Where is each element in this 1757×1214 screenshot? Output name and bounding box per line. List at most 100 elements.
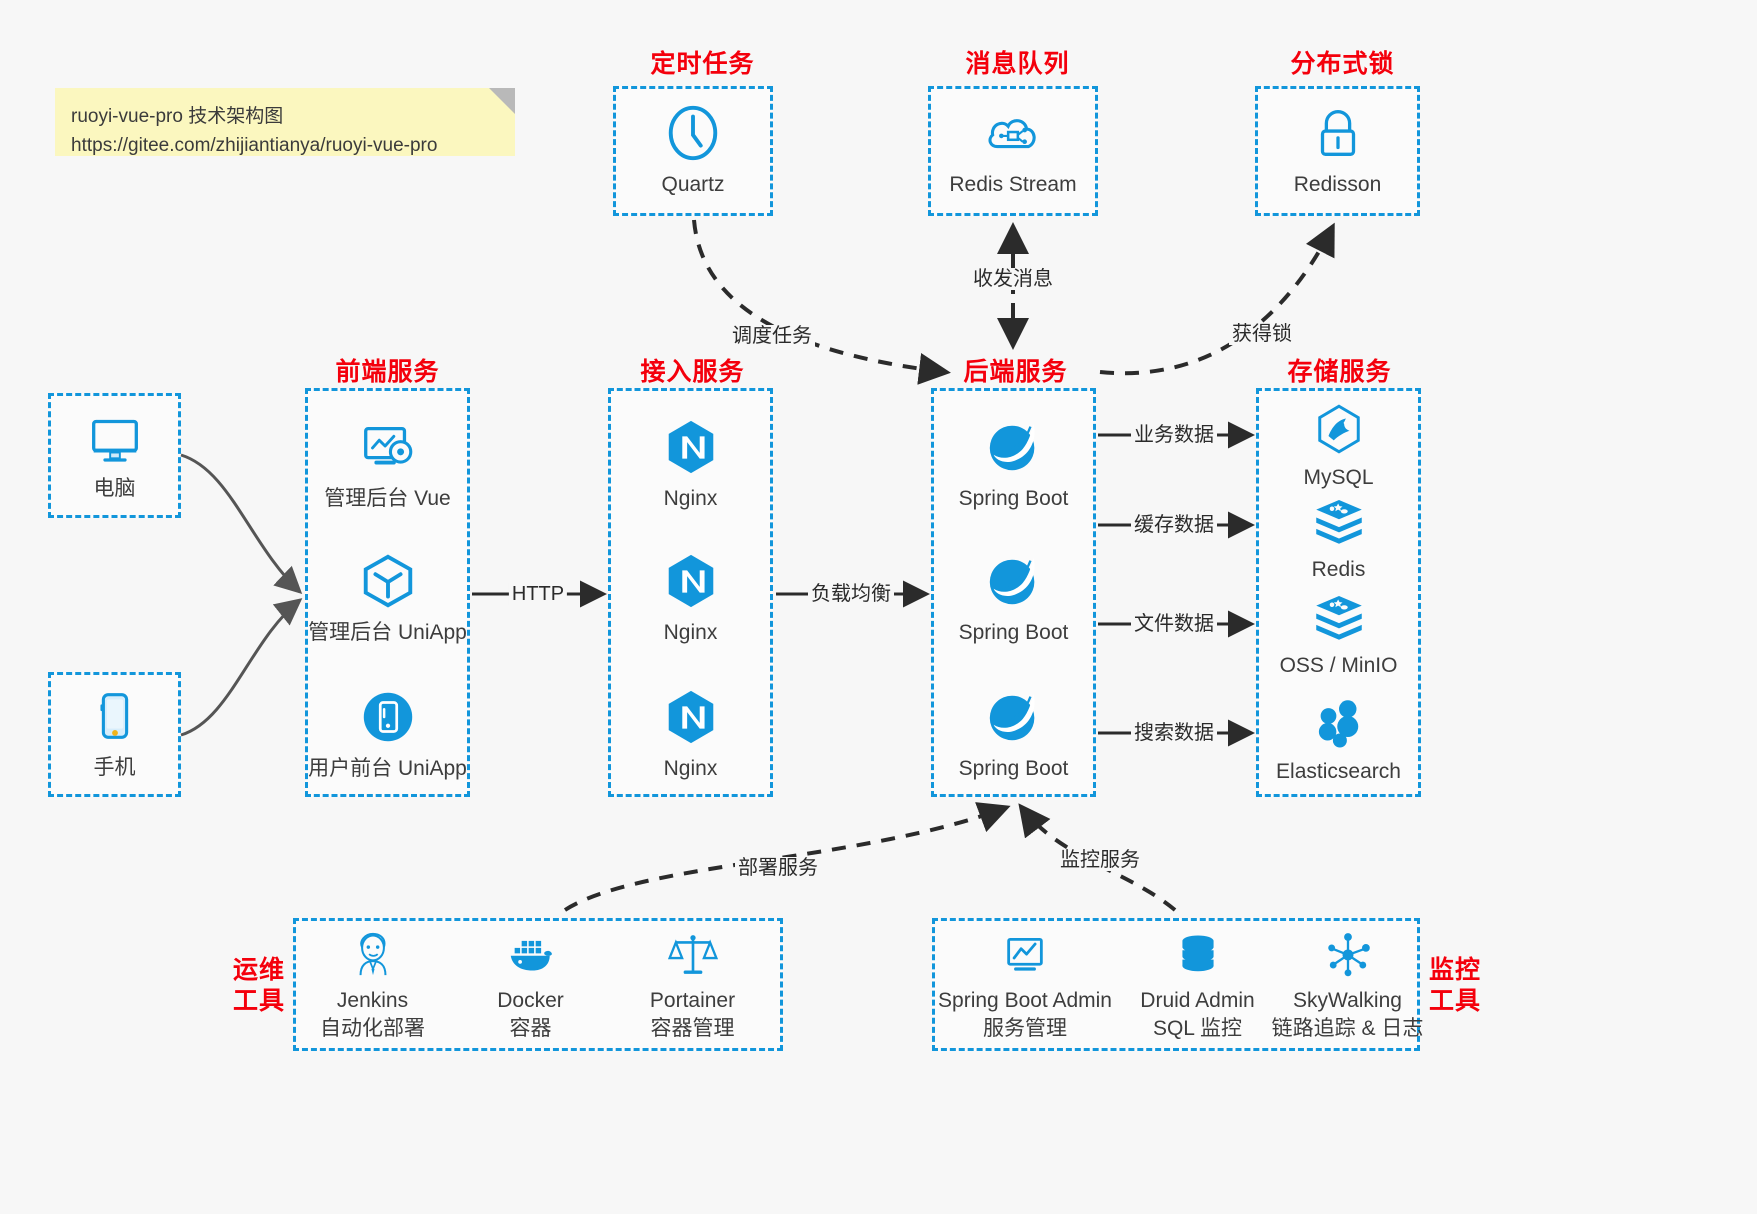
nginx-icon <box>668 690 713 744</box>
edge-label-file-data: 文件数据 <box>1131 613 1217 635</box>
monitor-tools-line-2: 工具 <box>1428 987 1481 1016</box>
hexagon-cube-icon <box>363 554 412 608</box>
box-message-queue <box>928 86 1098 216</box>
edge-label-cache-data: 缓存数据 <box>1131 514 1217 536</box>
group-title-backend-service: 后端服务 <box>963 358 1068 386</box>
node-spring-boot-admin[interactable]: Spring Boot Admin 服务管理 <box>930 930 1120 1042</box>
lock-icon <box>1320 110 1355 157</box>
node-label: Nginx <box>663 487 718 511</box>
group-title-frontend-service: 前端服务 <box>335 358 440 386</box>
node-sublabel: SQL 监控 <box>1152 1016 1243 1040</box>
edge-label-monitor-service: 监控服务 <box>1057 849 1143 871</box>
node-label: Spring Boot <box>958 621 1069 645</box>
group-title-gateway-service: 接入服务 <box>640 358 745 386</box>
cloud-stream-icon <box>988 119 1036 149</box>
node-label: Quartz <box>661 173 725 197</box>
node-label: Spring Boot <box>958 757 1069 781</box>
node-oss-minio[interactable]: OSS / MinIO <box>1256 586 1421 682</box>
node-admin-vue[interactable]: 管理后台 Vue <box>305 412 470 517</box>
devops-tools-line-2: 工具 <box>232 987 285 1016</box>
note-line-1: ruoyi-vue-pro 技术架构图 <box>71 106 284 127</box>
node-label: Nginx <box>663 621 718 645</box>
node-sublabel: 链路追踪 & 日志 <box>1271 1016 1424 1040</box>
note-fold-corner <box>489 88 515 114</box>
clock-icon <box>668 105 718 161</box>
nginx-icon <box>668 420 713 474</box>
edge-label-schedule-task: 调度任务 <box>729 325 815 347</box>
box-devops-tools <box>293 918 783 1051</box>
node-quartz[interactable]: Quartz <box>613 98 773 203</box>
edge-label-acquire-lock: 获得锁 <box>1229 323 1295 345</box>
dashboard-gear-icon <box>363 427 412 465</box>
node-label: 电脑 <box>93 477 136 501</box>
group-title-distributed-lock: 分布式锁 <box>1290 50 1395 78</box>
node-spring-boot-3[interactable]: Spring Boot <box>931 682 1096 787</box>
node-phone[interactable]: 手机 <box>48 681 181 786</box>
node-label: 用户前台 UniApp <box>308 757 467 781</box>
redis-stack-icon <box>1315 499 1362 544</box>
spring-leaf-icon <box>989 423 1035 471</box>
node-elasticsearch[interactable]: Elasticsearch <box>1256 690 1421 790</box>
node-sublabel: 容器管理 <box>650 1016 735 1040</box>
node-label: Docker <box>497 988 564 1012</box>
node-spring-boot-2[interactable]: Spring Boot <box>931 546 1096 651</box>
elasticsearch-icon <box>1318 699 1358 748</box>
group-title-devops-tools: 运维 工具 <box>228 955 290 1018</box>
node-label: Jenkins <box>336 988 409 1012</box>
node-redisson[interactable]: Redisson <box>1255 98 1420 203</box>
spring-leaf-icon <box>989 693 1035 741</box>
group-title-message-queue: 消息队列 <box>965 50 1070 78</box>
node-sublabel: 服务管理 <box>983 1016 1067 1040</box>
box-distributed-lock <box>1255 86 1420 216</box>
node-docker[interactable]: Docker 容器 <box>458 930 603 1042</box>
edge-label-search-data: 搜索数据 <box>1131 722 1217 744</box>
node-sublabel: 自动化部署 <box>320 1016 425 1040</box>
edge-label-load-balance: 负载均衡 <box>808 583 894 605</box>
node-label: Elasticsearch <box>1276 759 1401 783</box>
node-label: Spring Boot <box>958 487 1069 511</box>
node-label: OSS / MinIO <box>1279 653 1398 677</box>
node-redis[interactable]: Redis <box>1256 490 1421 586</box>
mysql-dolphin-icon <box>1317 404 1360 454</box>
node-label: MySQL <box>1303 465 1374 489</box>
edge-computer-to-frontend <box>180 453 303 595</box>
spring-leaf-icon <box>989 557 1035 605</box>
edge-phone-to-frontend <box>180 598 303 737</box>
group-title-storage-service: 存储服务 <box>1287 358 1392 386</box>
node-portainer[interactable]: Portainer 容器管理 <box>620 930 765 1042</box>
node-label: Redis <box>1311 557 1366 581</box>
node-label: Nginx <box>663 757 718 781</box>
edge-label-deploy-service: 部署服务 <box>735 857 821 879</box>
node-label: Redisson <box>1293 173 1382 197</box>
devops-tools-line-1: 运维 <box>232 956 285 984</box>
database-icon <box>1181 935 1214 972</box>
scales-icon <box>667 935 718 974</box>
node-admin-uniapp[interactable]: 管理后台 UniApp <box>305 546 470 651</box>
node-mysql[interactable]: MySQL <box>1256 398 1421 494</box>
mobile-phone-icon <box>99 693 128 739</box>
node-label: 管理后台 UniApp <box>308 621 467 645</box>
node-nginx-1[interactable]: Nginx <box>608 412 773 517</box>
node-nginx-2[interactable]: Nginx <box>608 546 773 651</box>
note-line-2: https://gitee.com/zhijiantianya/ruoyi-vu… <box>71 135 438 157</box>
node-druid-admin[interactable]: Druid Admin SQL 监控 <box>1120 930 1275 1042</box>
node-skywalking[interactable]: SkyWalking 链路追踪 & 日志 <box>1270 930 1425 1042</box>
edge-label-send-receive-message: 收发消息 <box>970 268 1056 290</box>
node-label: Redis Stream <box>949 173 1077 197</box>
node-redis-stream[interactable]: Redis Stream <box>928 98 1098 203</box>
redis-stack-icon <box>1315 595 1362 640</box>
title-note: ruoyi-vue-pro 技术架构图 https://gitee.com/zh… <box>55 88 515 156</box>
node-spring-boot-1[interactable]: Spring Boot <box>931 412 1096 517</box>
node-label: Druid Admin <box>1140 988 1255 1012</box>
docker-whale-icon <box>510 940 552 971</box>
node-user-uniapp[interactable]: 用户前台 UniApp <box>305 682 470 787</box>
app-circle-icon <box>363 692 412 742</box>
node-nginx-3[interactable]: Nginx <box>608 682 773 787</box>
skywalking-node-icon <box>1327 933 1370 977</box>
node-jenkins[interactable]: Jenkins 自动化部署 <box>300 930 445 1042</box>
node-sublabel: 容器 <box>509 1016 552 1040</box>
node-computer[interactable]: 电脑 <box>48 402 181 507</box>
nginx-icon <box>668 554 713 608</box>
